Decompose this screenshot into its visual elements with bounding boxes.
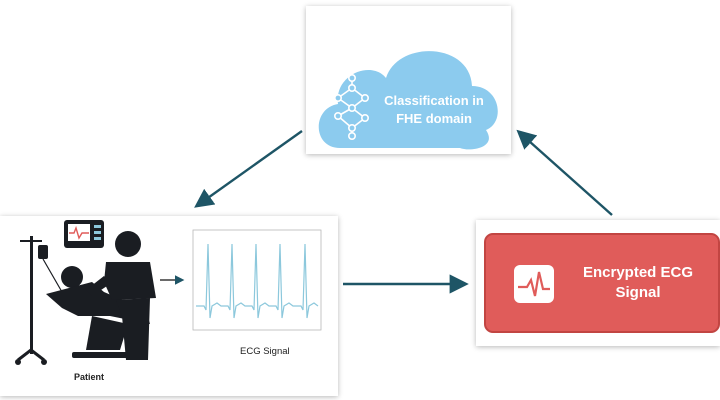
neural-network-icon — [333, 74, 369, 141]
cloud-label: Classification in FHE domain — [384, 93, 484, 126]
arrow-encrypted-to-cloud — [516, 129, 613, 216]
encrypted-ecg-label: Encrypted ECG Signal — [582, 264, 694, 301]
ecg-signal-label: ECG Signal — [240, 346, 290, 357]
cloud-shape — [318, 51, 498, 150]
patient-label: Patient — [74, 372, 105, 382]
patient-with-doctor-icon — [15, 220, 156, 365]
ecg-plot — [192, 229, 322, 331]
heart-rate-monitor-icon — [514, 265, 554, 303]
arrow-cloud-to-patient — [194, 130, 303, 208]
